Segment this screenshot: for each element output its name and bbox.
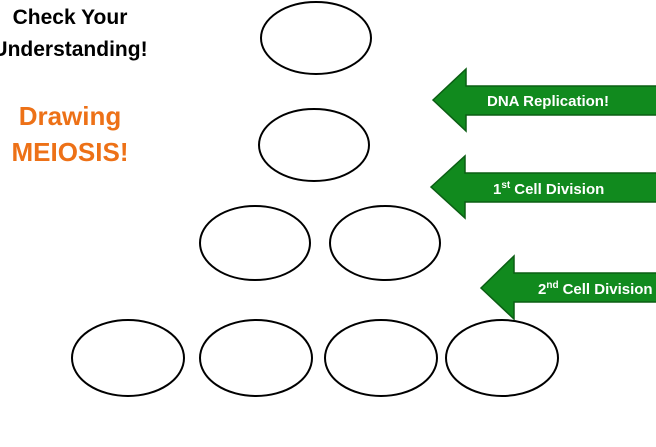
parent-cell xyxy=(260,1,372,75)
daughter-cell-2 xyxy=(329,205,441,281)
gamete-cell-3 xyxy=(324,319,438,397)
daughter-cell-1 xyxy=(199,205,311,281)
drawing-meiosis-subtitle: Drawing MEIOSIS! xyxy=(0,98,200,170)
heading-line-1: Check Your xyxy=(12,6,128,29)
dna-replication-label: DNA Replication! xyxy=(487,93,609,110)
gamete-cell-2 xyxy=(199,319,313,397)
dna-replication-arrow: DNA Replication! xyxy=(431,67,656,133)
check-your-understanding-heading: Check Your Understanding! xyxy=(0,2,200,66)
gamete-cell-1 xyxy=(71,319,185,397)
subtitle-line-1: Drawing xyxy=(18,101,122,131)
heading-line-2: Understanding! xyxy=(0,38,148,61)
subtitle-line-2: MEIOSIS! xyxy=(11,137,129,167)
replicated-cell xyxy=(258,108,370,182)
gamete-cell-4 xyxy=(445,319,559,397)
